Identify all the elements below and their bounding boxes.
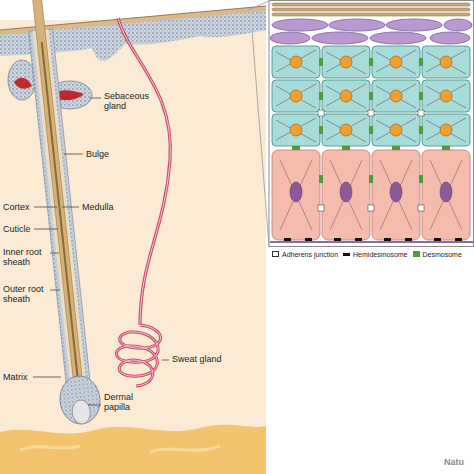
part-label: Bulge xyxy=(86,150,109,160)
legend-swatch xyxy=(343,253,350,256)
legend-item: Hemidesmosome xyxy=(343,251,407,258)
legend: Adherens junction Hemidesmosome Desmosome xyxy=(269,247,474,261)
part-label: Inner root sheath xyxy=(3,248,51,268)
legend-text: Desmosome xyxy=(423,251,462,258)
part-label: Matrix xyxy=(3,373,28,383)
part-label: Sweat gland xyxy=(172,355,222,365)
legend-item: Adherens junction xyxy=(272,251,338,258)
part-label: Dermal papilla xyxy=(104,393,149,413)
legend-symbol xyxy=(272,251,279,257)
legend-text: Hemidesmosome xyxy=(353,251,407,258)
legend-swatch xyxy=(413,251,420,257)
legend-item: Desmosome xyxy=(413,251,462,258)
part-label: Cuticle xyxy=(3,225,31,235)
part-label: Outer root sheath xyxy=(3,285,51,305)
part-label: Cortex xyxy=(3,203,30,213)
part-label: Sebaceous gland xyxy=(104,92,154,112)
part-label: Medulla xyxy=(82,203,114,213)
watermark: Natu xyxy=(444,458,464,468)
legend-text: Adherens junction xyxy=(282,251,338,258)
